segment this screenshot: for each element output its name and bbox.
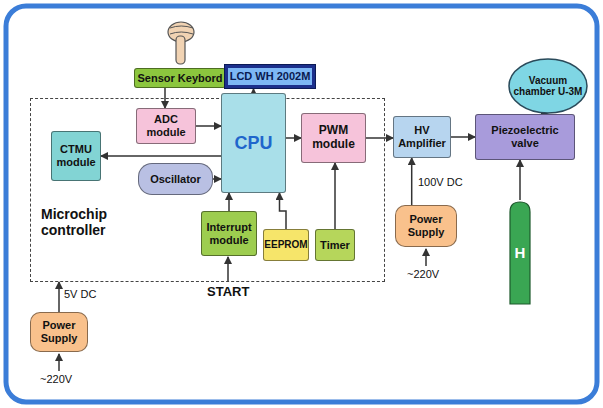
controller-region: Microchip controller ADC moduleCPU PWM mod… [30,98,385,282]
start-label: START [207,284,249,299]
eeprom-box: EEPROM [263,229,309,261]
keyboard-box: Sensor Keybord [134,68,226,88]
voltage-label: 5V DC [64,288,96,300]
connector-arrow [334,163,336,229]
connector-arrow [451,136,475,138]
node-text: Piezoelectric valve [478,124,572,149]
timer-box: Timer [315,229,355,261]
node-text: Power Supply [398,213,454,238]
connector-arrow [213,178,221,180]
mains-label: ~220V [407,268,439,280]
connector-arrow [196,125,221,127]
voltage-label: 100V DC [418,176,463,188]
oscillator-box: Oscillator [138,163,213,195]
supply-arrows [59,249,426,371]
power-supply: Power Supply [395,205,457,247]
node-text: Oscillator [150,173,201,186]
vacuum-chamber: Vacuum chamber U-3M [508,58,588,114]
node-text: Power Supply [33,319,85,344]
adc-box: ADC module [136,108,196,144]
amplifier-box: HV Amplifier [393,116,451,158]
lcd-display: LCD WH 2002M [224,64,316,89]
mains-label: ~220V [40,373,72,385]
node-text: Interrupt module [204,221,254,246]
connector-arrow [228,193,230,211]
connector-arrow [519,160,521,200]
pwm-box: PWM module [301,113,366,163]
power-supply: Power Supply [30,312,88,352]
valve-box: Piezoelectric valve [475,114,575,160]
node-text: Microchip controller [41,206,141,238]
interrupt-box: Interrupt module [201,211,257,256]
node-text: EEPROM [264,239,307,251]
gas-cylinder: H [509,200,531,305]
connector-arrow [101,155,221,157]
frame [6,6,597,402]
connector-arrow [58,282,60,312]
node-text: CPU [234,133,272,154]
connector-arrow [366,137,393,139]
connector-arrow [411,158,413,205]
hand-icon [168,22,194,64]
node-text: Timer [320,239,350,252]
node-text: H [515,244,526,261]
ctmu-box: CTMU module [51,131,101,181]
connector-arrow [280,193,287,229]
node-text: PWM module [304,124,363,152]
node-text: Sensor Keybord [138,72,223,85]
connector-arrow [286,137,301,139]
node-text: Vacuum chamber U-3M [508,75,588,98]
node-text: LCD WH 2002M [228,68,312,85]
node-text: CTMU module [54,143,98,168]
node-text: HV Amplifier [396,124,448,149]
node-text: ADC module [139,113,193,138]
cpu-box: CPU [221,93,286,193]
